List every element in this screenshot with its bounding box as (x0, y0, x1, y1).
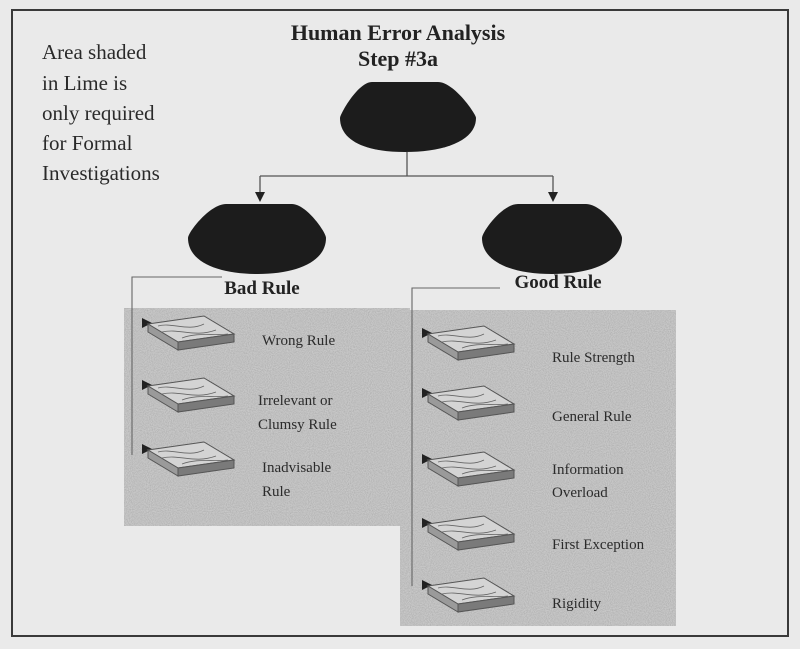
item-label: Rigidity (552, 596, 602, 612)
item-label: Irrelevant or (258, 393, 333, 409)
bad-rule-item: Wrong Rule (141, 315, 335, 351)
item-label: Wrong Rule (262, 333, 335, 349)
good-rule-item: First Exception (421, 515, 645, 553)
item-label: Rule Strength (552, 350, 635, 366)
item-label: Information (552, 462, 624, 478)
item-label: General Rule (552, 409, 632, 425)
top-event-shape (340, 82, 476, 152)
note-line: Area shaded (42, 40, 147, 64)
note-line: for Formal (42, 131, 133, 155)
bad-rule-item: Irrelevant or Clumsy Rule (141, 377, 337, 433)
bad-rule-shape (188, 204, 326, 274)
good-rule-item: Rigidity (421, 577, 602, 613)
good-rule-item: Rule Strength (421, 325, 635, 366)
arrow-head (548, 192, 558, 202)
outer-border (11, 9, 789, 637)
good-rule-label: Good Rule (514, 272, 601, 293)
note-line: Investigations (42, 161, 160, 185)
item-label: Inadvisable (262, 460, 331, 476)
good-rule-item: Information Overload (421, 451, 624, 501)
arrow-head (255, 192, 265, 202)
item-label: Rule (262, 484, 291, 500)
title-line-1: Human Error Analysis (291, 20, 506, 45)
note-line: in Lime is (42, 71, 127, 95)
branch-spines (131, 276, 500, 586)
item-label: First Exception (552, 537, 645, 553)
bad-rule-label: Bad Rule (224, 278, 300, 299)
bad-rule-item: Inadvisable Rule (141, 441, 331, 500)
title-line-2: Step #3a (358, 46, 438, 71)
good-rule-item: General Rule (421, 385, 632, 425)
note-line: only required (42, 101, 155, 125)
shaded-area-note: Area shaded in Lime is only required for… (42, 40, 160, 185)
item-label: Clumsy Rule (258, 417, 337, 433)
good-rule-shape (482, 204, 622, 274)
item-label: Overload (552, 485, 608, 501)
